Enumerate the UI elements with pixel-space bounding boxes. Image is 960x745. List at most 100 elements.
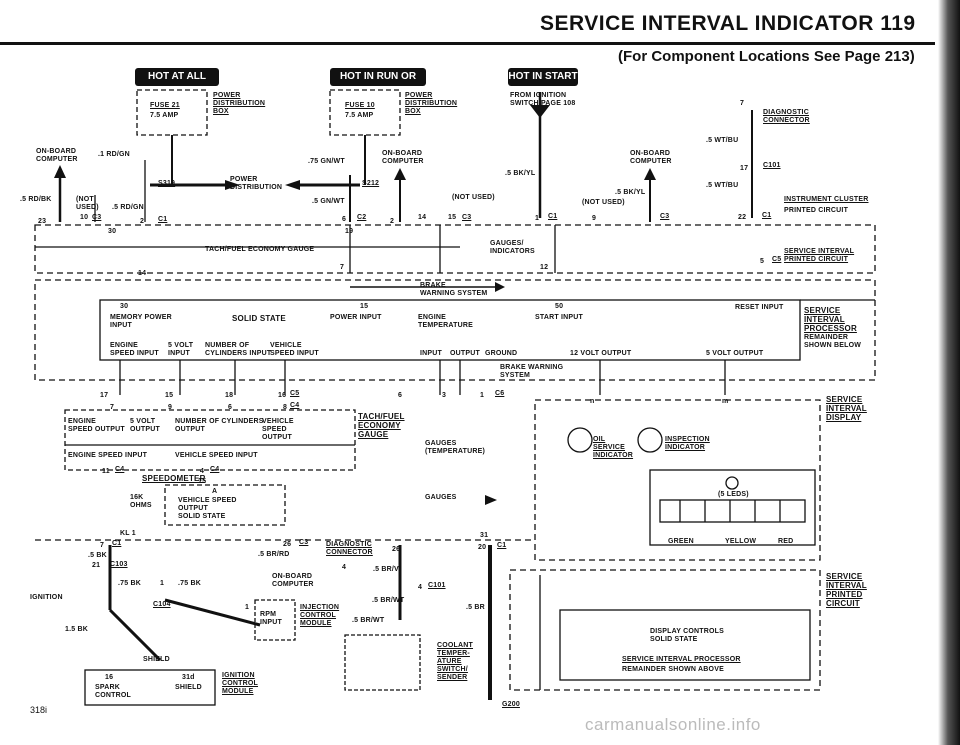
pin-15-proc: 15	[360, 303, 369, 310]
conn-c4-tach: C4	[115, 466, 125, 473]
printed-circuit-top: PRINTED CIRCUIT	[784, 207, 849, 214]
conn-c101-top: C101	[763, 162, 781, 169]
wire-bk-15: 1.5 BK	[65, 626, 88, 633]
conn-c1-left: C1	[158, 216, 168, 223]
wire-wt-bu-2: .5 WT/BU	[706, 182, 739, 189]
ignition-control-module-label: IGNITION CONTROL MODULE	[222, 672, 259, 695]
fuse21-box	[136, 89, 208, 136]
pin-20-bottom: 20	[478, 544, 487, 551]
pin-14-bus: 14	[138, 270, 147, 277]
pin-1-row: 1	[480, 392, 485, 399]
page-subtitle: (For Component Locations See Page 213)	[618, 48, 915, 65]
vehicle-speed-input-tach: VEHICLE SPEED INPUT	[175, 452, 258, 459]
fuse21-label: FUSE 21	[150, 102, 180, 109]
service-interval-printed-circuit-top: SERVICE INTERVAL PRINTED CIRCUIT	[784, 248, 855, 263]
pin-2-mid: 2	[390, 218, 395, 225]
5volt-input-label: 5 VOLT INPUT	[168, 342, 194, 357]
conn-c4b-tach: C4	[210, 466, 220, 473]
wire-br-wt: .5 BR/WT	[372, 597, 405, 604]
pin-7-bottom: 7	[100, 542, 105, 549]
conn-c101-bottom: C101	[428, 582, 446, 589]
injection-control-module-label: INJECTION CONTROL MODULE	[300, 604, 340, 627]
pin-1-bottom: 1	[160, 580, 165, 587]
pin-15-row: 15	[165, 392, 174, 399]
pin-30-proc: 30	[120, 303, 129, 310]
conn-c4-row: C4	[290, 402, 300, 409]
pin-22-diag: 22	[738, 214, 747, 221]
kl1-label: KL 1	[120, 530, 136, 537]
pin-18-row: 18	[225, 392, 234, 399]
yellow-label: YELLOW	[725, 538, 757, 545]
power-distribution-box-label: POWER DISTRIBUTION BOX	[213, 92, 266, 115]
reset-input-label: RESET INPUT	[735, 304, 784, 311]
engine-speed-output-label: ENGINE SPEED OUTPUT	[68, 418, 125, 433]
speedometer-label: SPEEDOMETER	[142, 474, 206, 483]
pin-5-bus: 5	[760, 258, 765, 265]
fuse10-amp: 7.5 AMP	[345, 112, 374, 119]
engine-temp-label: ENGINE TEMPERATURE	[418, 314, 473, 329]
service-interval-processor-bottom: SERVICE INTERVAL PROCESSOR	[622, 656, 741, 663]
remainder-shown-below: REMAINDER SHOWN BELOW	[804, 334, 862, 349]
conn-c2-mid: C2	[357, 214, 367, 221]
pin-17-diag: 17	[740, 165, 749, 172]
pin-17-row: 17	[100, 392, 109, 399]
brake-warning-system-2: BRAKE WARNING SYSTEM	[500, 364, 564, 379]
conn-c3-right: C3	[660, 213, 670, 220]
pin-11-tach: 11	[102, 468, 110, 475]
pin-50-proc: 50	[555, 303, 564, 310]
power-distribution-label: POWER DISTRIBUTION	[230, 176, 283, 191]
diagnostic-connector-bottom: DIAGNOSTIC CONNECTOR	[326, 541, 373, 556]
page-title: SERVICE INTERVAL INDICATOR 119	[540, 12, 916, 35]
num-cyl-input-label: NUMBER OF CYLINDERS INPUT	[205, 342, 272, 357]
shield-label: SHIELD	[143, 656, 170, 663]
conn-c1-right: C1	[548, 213, 558, 220]
spark-control-label: SPARK CONTROL	[95, 684, 132, 699]
fuse10-box	[329, 89, 401, 136]
a-label: A	[212, 488, 218, 495]
header-rule	[0, 42, 935, 45]
instrument-cluster-label: INSTRUMENT CLUSTER	[784, 196, 869, 203]
pin-6-row: 6	[228, 404, 233, 411]
pin-1-right: 1	[535, 215, 540, 222]
vehicle-speed-input-label: VEHICLE SPEED INPUT	[270, 342, 319, 357]
conn-c5-bus: C5	[772, 256, 782, 263]
conn-c3-left: C3	[92, 214, 102, 221]
wire-rd-gn-2: .5 RD/GN	[112, 204, 144, 211]
pin-31d: 31d	[182, 674, 195, 681]
power-input-label: POWER INPUT	[330, 314, 382, 321]
output-label: OUTPUT	[450, 350, 480, 357]
pin-26b-bottom: 26	[392, 546, 401, 553]
wire-bk-yl: .5 BK/YL	[505, 170, 536, 177]
conn-c104: C104	[153, 601, 171, 608]
pin-6-mid: 6	[342, 216, 347, 223]
oil-service-indicator-label: OIL SERVICE INDICATOR	[593, 436, 634, 459]
gauges-label: GAUGES	[425, 494, 457, 501]
conn-c3-bottom: C3	[299, 539, 309, 546]
input-label: INPUT	[420, 350, 442, 357]
pin-4b-bottom: 4	[418, 584, 423, 591]
pin-9-row: 9	[168, 404, 173, 411]
onboard-computer-right: ON-BOARD COMPUTER	[630, 150, 672, 165]
onboard-computer-bottom: ON-BOARD COMPUTER	[272, 573, 314, 588]
pin-4-tach: 4	[200, 468, 205, 475]
fuse10-label: FUSE 10	[345, 102, 375, 109]
pin-14-mid: 14	[418, 214, 427, 221]
pin-1b-bottom: 1	[245, 604, 250, 611]
pin-23: 23	[38, 218, 47, 225]
wire-br: .5 BR	[466, 604, 485, 611]
wire-gn-wt-75: .75 GN/WT	[308, 158, 345, 165]
gauges-indicators-label: GAUGES/ INDICATORS	[490, 240, 535, 255]
not-used-left: (NOT USED)	[76, 196, 99, 211]
ignition-label: IGNITION	[30, 594, 63, 601]
conn-c6-row: C6	[495, 390, 505, 397]
pin-9-right: 9	[592, 215, 597, 222]
wire-bk-75b: .75 BK	[178, 580, 201, 587]
engine-speed-input-tach: ENGINE SPEED INPUT	[68, 452, 148, 459]
conn-c1-diag: C1	[762, 212, 772, 219]
wire-gn-wt-5: .5 GN/WT	[312, 198, 345, 205]
pin-7-row: 7	[110, 404, 115, 411]
pin-10: 10	[80, 214, 89, 221]
conn-c5-row: C5	[290, 390, 300, 397]
conn-c103: C103	[110, 561, 128, 568]
12volt-output-label: 12 VOLT OUTPUT	[570, 350, 632, 357]
